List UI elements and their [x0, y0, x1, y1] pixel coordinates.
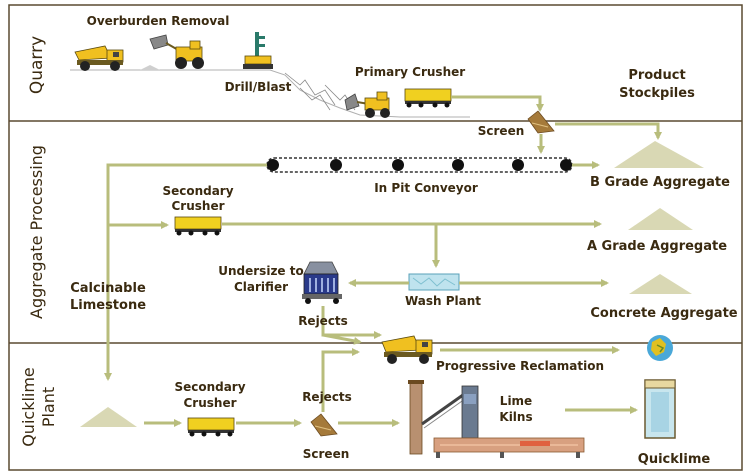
stockpile-concrete: [629, 274, 692, 294]
label-calcinable: Calcinable: [70, 281, 146, 296]
label-secondary-crusher-2b: Crusher: [183, 396, 236, 410]
quarry-flow-arrows: [451, 95, 662, 154]
label-secondary-crusher-1b: Crusher: [171, 199, 224, 213]
section-label-quarry: Quarry: [27, 36, 47, 94]
drill-rig-icon: [243, 32, 273, 69]
section-label-aggregate: Aggregate Processing: [27, 145, 46, 319]
diagram-frame: [8, 4, 743, 471]
label-rejects-mid: Rejects: [298, 314, 348, 328]
label-quicklime: Quicklime: [638, 452, 711, 467]
label-product-1: Product: [628, 68, 685, 83]
label-primary-crusher: Primary Crusher: [355, 65, 465, 79]
label-undersize-2: Clarifier: [234, 280, 288, 294]
face-loader-icon: [344, 91, 390, 118]
quicklime-flow-arrows: [144, 346, 638, 427]
screen-bottom-icon: [310, 413, 338, 437]
label-overburden: Overburden Removal: [87, 14, 230, 28]
label-secondary-crusher-1a: Secondary: [162, 184, 233, 198]
label-secondary-crusher-2a: Secondary: [174, 380, 245, 394]
label-concrete: Concrete Aggregate: [590, 306, 737, 321]
wash-plant-icon: [408, 273, 460, 291]
label-in-pit-conveyor: In Pit Conveyor: [374, 181, 478, 195]
label-b-grade: B Grade Aggregate: [590, 175, 730, 190]
quicklime-silo-icon: [644, 379, 676, 439]
label-limestone: Limestone: [70, 298, 146, 313]
section-label-quicklime: Quicklime: [19, 367, 38, 447]
label-lime: Lime: [500, 394, 532, 408]
rock-face: [284, 72, 356, 111]
stockpile-a-grade: [628, 208, 693, 230]
reclamation-truck-icon: [381, 335, 433, 364]
secondary-crusher-2-icon: [187, 417, 235, 437]
label-a-grade: A Grade Aggregate: [587, 239, 727, 254]
aggregate-flow-arrows: [104, 161, 609, 381]
in-pit-conveyor-icon: [266, 157, 573, 173]
dump-truck-icon: [74, 45, 124, 71]
section-label-plant: Plant: [39, 387, 58, 427]
label-product-2: Stockpiles: [619, 86, 695, 101]
label-kilns: Kilns: [499, 410, 532, 424]
reclamation-globe-icon: [647, 335, 673, 361]
label-undersize-1: Undersize to: [218, 264, 303, 278]
label-progressive: Progressive Reclamation: [436, 359, 604, 373]
stockpile-limestone: [80, 407, 137, 427]
stockpile-b-grade: [614, 141, 704, 168]
secondary-crusher-icon: [174, 216, 222, 236]
lime-kilns-icon: [408, 380, 585, 458]
label-wash-plant: Wash Plant: [405, 294, 481, 308]
clarifier-icon: [302, 261, 342, 304]
overburden-pile: [75, 65, 160, 70]
screen-top-icon: [527, 110, 555, 134]
loader-icon: [149, 34, 204, 69]
primary-crusher-icon: [404, 88, 452, 108]
label-screen-bottom: Screen: [303, 447, 350, 461]
label-drill-blast: Drill/Blast: [225, 80, 292, 94]
label-rejects-bottom: Rejects: [302, 390, 352, 404]
label-screen-top: Screen: [478, 124, 525, 138]
